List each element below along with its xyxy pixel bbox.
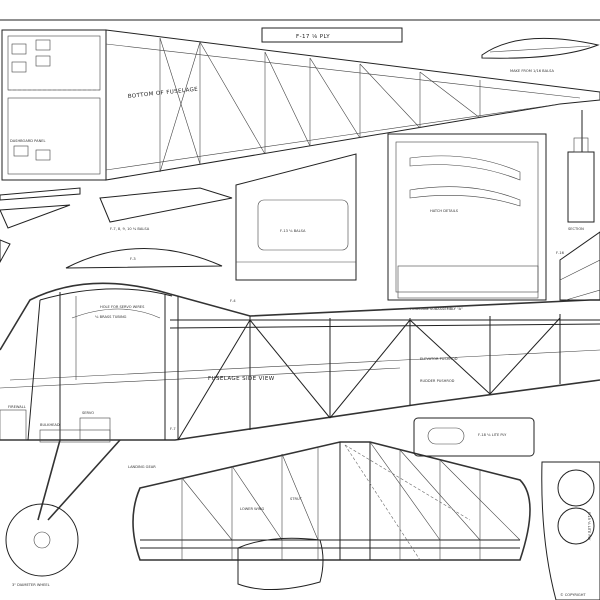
tail-parts-right: F-16 — [556, 231, 600, 301]
panel-f13: F-13 ⅛ BALSA — [235, 153, 357, 281]
elevator-pushrod-label: ELEVATOR PUSHROD — [420, 357, 458, 361]
landing-gear: 3" DIAMETER WHEEL LANDING GEAR — [5, 439, 156, 587]
f17-label: F-17 ⅛ PLY — [296, 34, 330, 40]
section-label: SECTION — [568, 227, 584, 231]
wheel-label: 3" DIAMETER WHEEL — [12, 583, 50, 587]
f7-label: F-7 — [170, 427, 176, 431]
f16-label: F-16 — [556, 251, 565, 255]
small-gusset-left — [0, 239, 11, 264]
f3-label: F-3 — [130, 257, 136, 261]
bottom-of-fuselage-view: BOTTOM OF FUSELAGE — [105, 29, 600, 181]
tube-note: ⅛ BRASS TUBING — [95, 315, 127, 319]
bulkhead-parts: BULKHEAD — [39, 423, 111, 443]
rudder-pushrod-label: RUDDER PUSHROD — [420, 379, 455, 383]
balsa-note-label: F-7, 8, 9, 10 ⅛ BALSA — [110, 227, 150, 231]
template-panel-top-left: DASHBOARD PANEL — [1, 29, 107, 181]
copyright-text: © COPYRIGHT — [560, 593, 586, 597]
subassembly-a-label: FUSELAGE SUBASSEMBLY "A" — [410, 307, 463, 311]
hole-note: HOLE FOR SERVO WIRES — [100, 305, 145, 309]
fuselage-side-view: FUSELAGE SIDE VIEW HOLE FOR SERVO WIRES … — [0, 282, 600, 441]
firewall-label: FIREWALL — [8, 405, 26, 409]
wheel-pant-template — [237, 537, 324, 590]
servo-label: SERVO — [82, 411, 94, 415]
wing-rib-template-top-right: MAKE FROM 1/16 BALSA — [481, 37, 600, 73]
section-detail-right: SECTION — [567, 110, 595, 231]
dashboard-label: DASHBOARD PANEL — [10, 139, 46, 143]
bulkhead-label: BULKHEAD — [40, 423, 60, 427]
fuselage-side-view-label: FUSELAGE SIDE VIEW — [208, 376, 275, 382]
strut-label: STRUT — [290, 497, 303, 501]
part-f18: F-18 ⅛ LITE PLY — [413, 417, 535, 457]
rib-note: MAKE FROM 1/16 BALSA — [510, 69, 554, 73]
former-f3: F-3 — [65, 248, 223, 269]
bottom-fuselage-label: BOTTOM OF FUSELAGE — [128, 87, 199, 100]
part-label-f17: F-17 ⅛ PLY — [261, 27, 403, 43]
gear-note: LANDING GEAR — [128, 465, 156, 469]
lower-wing-label: LOWER WING — [240, 507, 264, 511]
f19-label: F-19 ⅛ LITE PLY — [587, 512, 591, 541]
f13-label: F-13 ⅛ BALSA — [280, 229, 306, 233]
fuselage-subassembly-a: HATCH DETAILS FUSELAGE SUBASSEMBLY "A" — [387, 133, 547, 311]
f18-label: F-18 ⅛ LITE PLY — [478, 433, 507, 437]
part-f19: F-19 ⅛ LITE PLY — [541, 461, 600, 600]
small-parts-row: F-7, 8, 9, 10 ⅛ BALSA — [0, 187, 233, 231]
lower-wing-plan: LOWER WING STRUT — [132, 441, 531, 561]
hatch-details-label: HATCH DETAILS — [430, 209, 459, 213]
f4-label: F-4 — [230, 299, 236, 303]
